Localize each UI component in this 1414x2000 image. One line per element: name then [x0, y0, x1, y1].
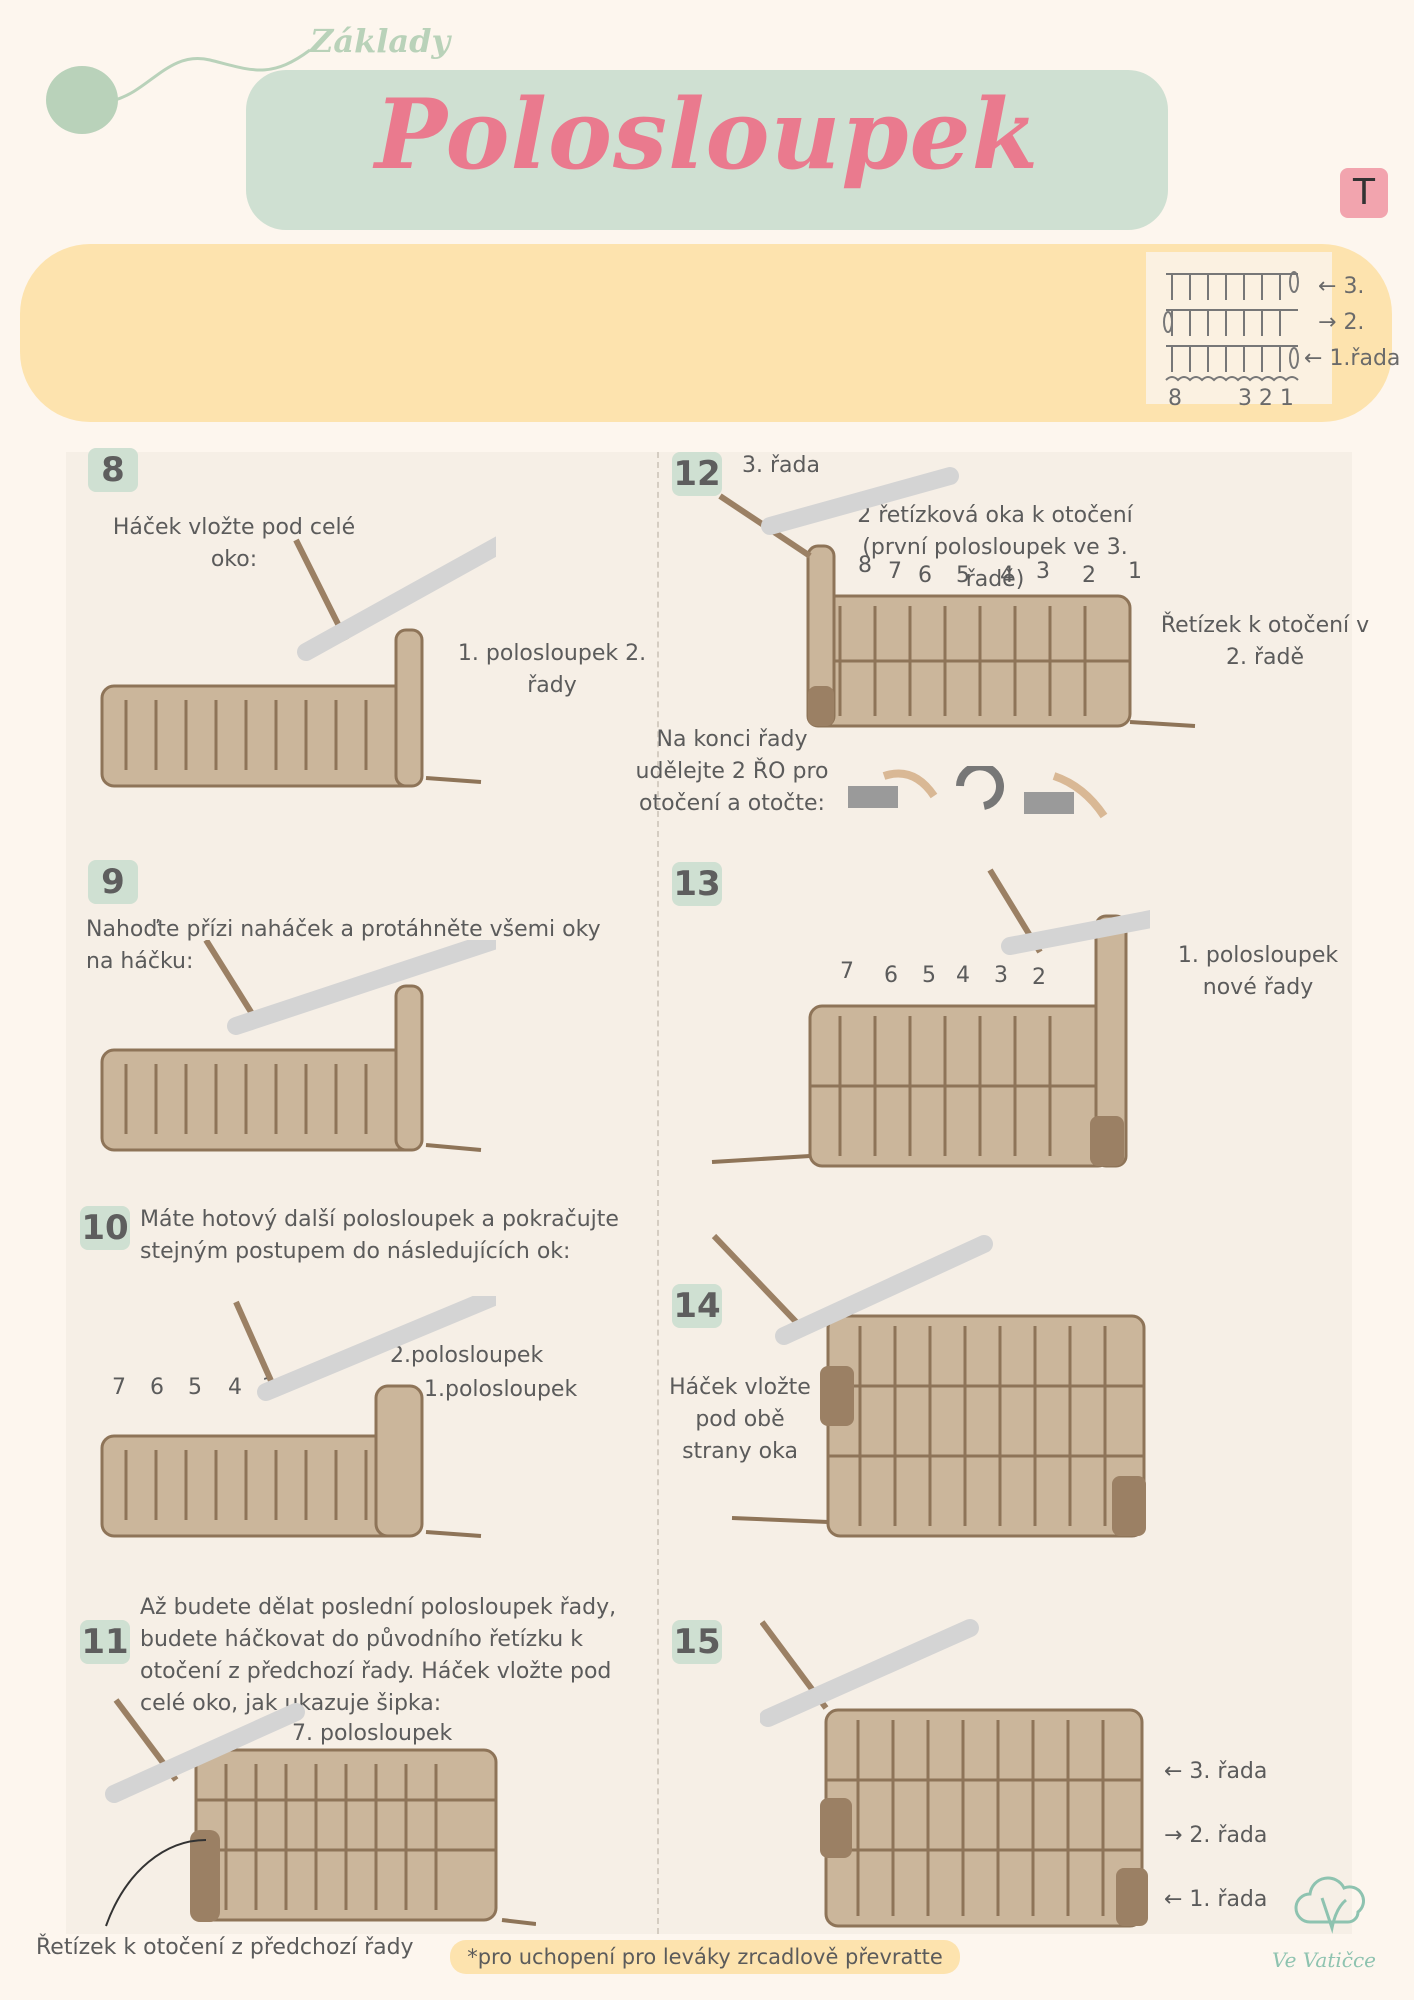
- step-number-13: 13: [672, 862, 722, 906]
- step-12-stitch-5: 5: [956, 563, 970, 588]
- step-10-label-2: 2.polosloupek: [390, 1343, 544, 1368]
- step-15-row-3: ← 3. řada: [1164, 1759, 1268, 1784]
- step-15-illustration: [760, 1619, 1148, 1928]
- brand-logo-icon: [1294, 1876, 1365, 1934]
- step-13-stitch-3: 3: [994, 963, 1008, 988]
- step-10-illustration: [100, 1296, 496, 1538]
- step-10-stitch-6: 6: [150, 1375, 164, 1400]
- step-12-stitch-4: 4: [1000, 563, 1014, 588]
- step-13-label: 1. polosloupek nové řady: [1177, 943, 1339, 1000]
- step-10-stitch-4: 4: [228, 1375, 242, 1400]
- step-12-stitch-3: 3: [1036, 559, 1050, 584]
- step-number-14: 14: [672, 1284, 722, 1328]
- step-13-stitch-4: 4: [956, 963, 970, 988]
- category-tag: T: [1340, 168, 1388, 218]
- row-legend: [1146, 252, 1332, 404]
- step-11-label: 7. polosloupek: [292, 1721, 453, 1746]
- step-8-illustration: [100, 536, 496, 788]
- page-title: Polosloupek: [374, 78, 1040, 191]
- step-12-stitch-6: 6: [918, 563, 932, 588]
- step-number-11: 11: [80, 1620, 130, 1664]
- legend-stitch-numbers: 8 3 2 1: [1168, 386, 1294, 411]
- brand-name: Ve Vatičce: [1272, 1948, 1377, 1972]
- yarn-ball-icon: [46, 66, 118, 134]
- step-12-side-label: Řetízek k otočení v 2. řadě: [1160, 613, 1370, 670]
- step-12-illustration: [718, 467, 1196, 728]
- turn-arrow-icon: [956, 766, 1004, 810]
- step-number-9: 9: [88, 860, 138, 904]
- step-13-illustration: [711, 868, 1150, 1168]
- title-box: [246, 70, 1168, 230]
- step-10-stitch-5: 5: [188, 1375, 202, 1400]
- step-10-stitch-7: 7: [112, 1375, 126, 1400]
- step-11-text: Až budete dělat poslední polosloupek řad…: [140, 1595, 617, 1716]
- step-9-text: Nahoďte přízi naháček a protáhněte všemi…: [86, 917, 601, 974]
- step-12-stitch-1: 1: [1128, 559, 1142, 584]
- step-13-stitch-5: 5: [922, 963, 936, 988]
- step-number-12: 12: [672, 452, 722, 496]
- step-8-label: 1. polosloupek 2. řady: [457, 641, 647, 698]
- step-8-text: Háček vložte pod celé oko:: [112, 515, 356, 572]
- step-number-10: 10: [80, 1206, 130, 1250]
- step-13-stitch-7: 7: [840, 959, 854, 984]
- step-14-illustration: [711, 1233, 1146, 1538]
- step-number-8: 8: [88, 448, 138, 492]
- yarn-thread-icon: [114, 48, 311, 102]
- step-12-stitch-8: 8: [858, 553, 872, 578]
- step-15-row-1: ← 1. řada: [1164, 1887, 1268, 1912]
- column-divider: [657, 452, 659, 1934]
- step-14-text: Háček vložte pod obě strany oka: [669, 1375, 811, 1464]
- step-number-15: 15: [672, 1620, 722, 1664]
- turn-work-icons: [848, 766, 1108, 819]
- step-12-stitch-7: 7: [888, 559, 902, 584]
- footer-note: *pro uchopení pro leváky zrcadlově převr…: [450, 1940, 960, 1974]
- step-12-chain-text: 2 řetízková oka k otočení (první poloslo…: [857, 503, 1133, 592]
- step-12-stitch-2: 2: [1082, 563, 1096, 588]
- step-9-illustration: [100, 940, 496, 1152]
- step-10-label-1: 1.polosloupek: [424, 1377, 578, 1402]
- step-11-illustration: [105, 1698, 536, 1927]
- step-12-row-label: 3. řada: [742, 453, 820, 478]
- step-13-stitch-2: 2: [1032, 965, 1046, 990]
- section-subtitle: Základy: [310, 22, 451, 60]
- step-11-bottom-label: Řetízek k otočení z předchozí řady: [36, 1935, 414, 1960]
- step-10-text: Máte hotový další polosloupek a pokračuj…: [140, 1207, 619, 1264]
- step-13-stitch-6: 6: [884, 963, 898, 988]
- legend-row-3: ← 3.: [1318, 274, 1365, 299]
- step-12-turn-text: Na konci řady udělejte 2 ŘO pro otočení …: [635, 727, 829, 816]
- legend-row-1: ← 1.řada: [1304, 346, 1401, 371]
- stitch-chart-icon: [1163, 271, 1299, 382]
- legend-row-2: → 2.: [1318, 310, 1365, 335]
- step-15-row-2: → 2. řada: [1164, 1823, 1268, 1848]
